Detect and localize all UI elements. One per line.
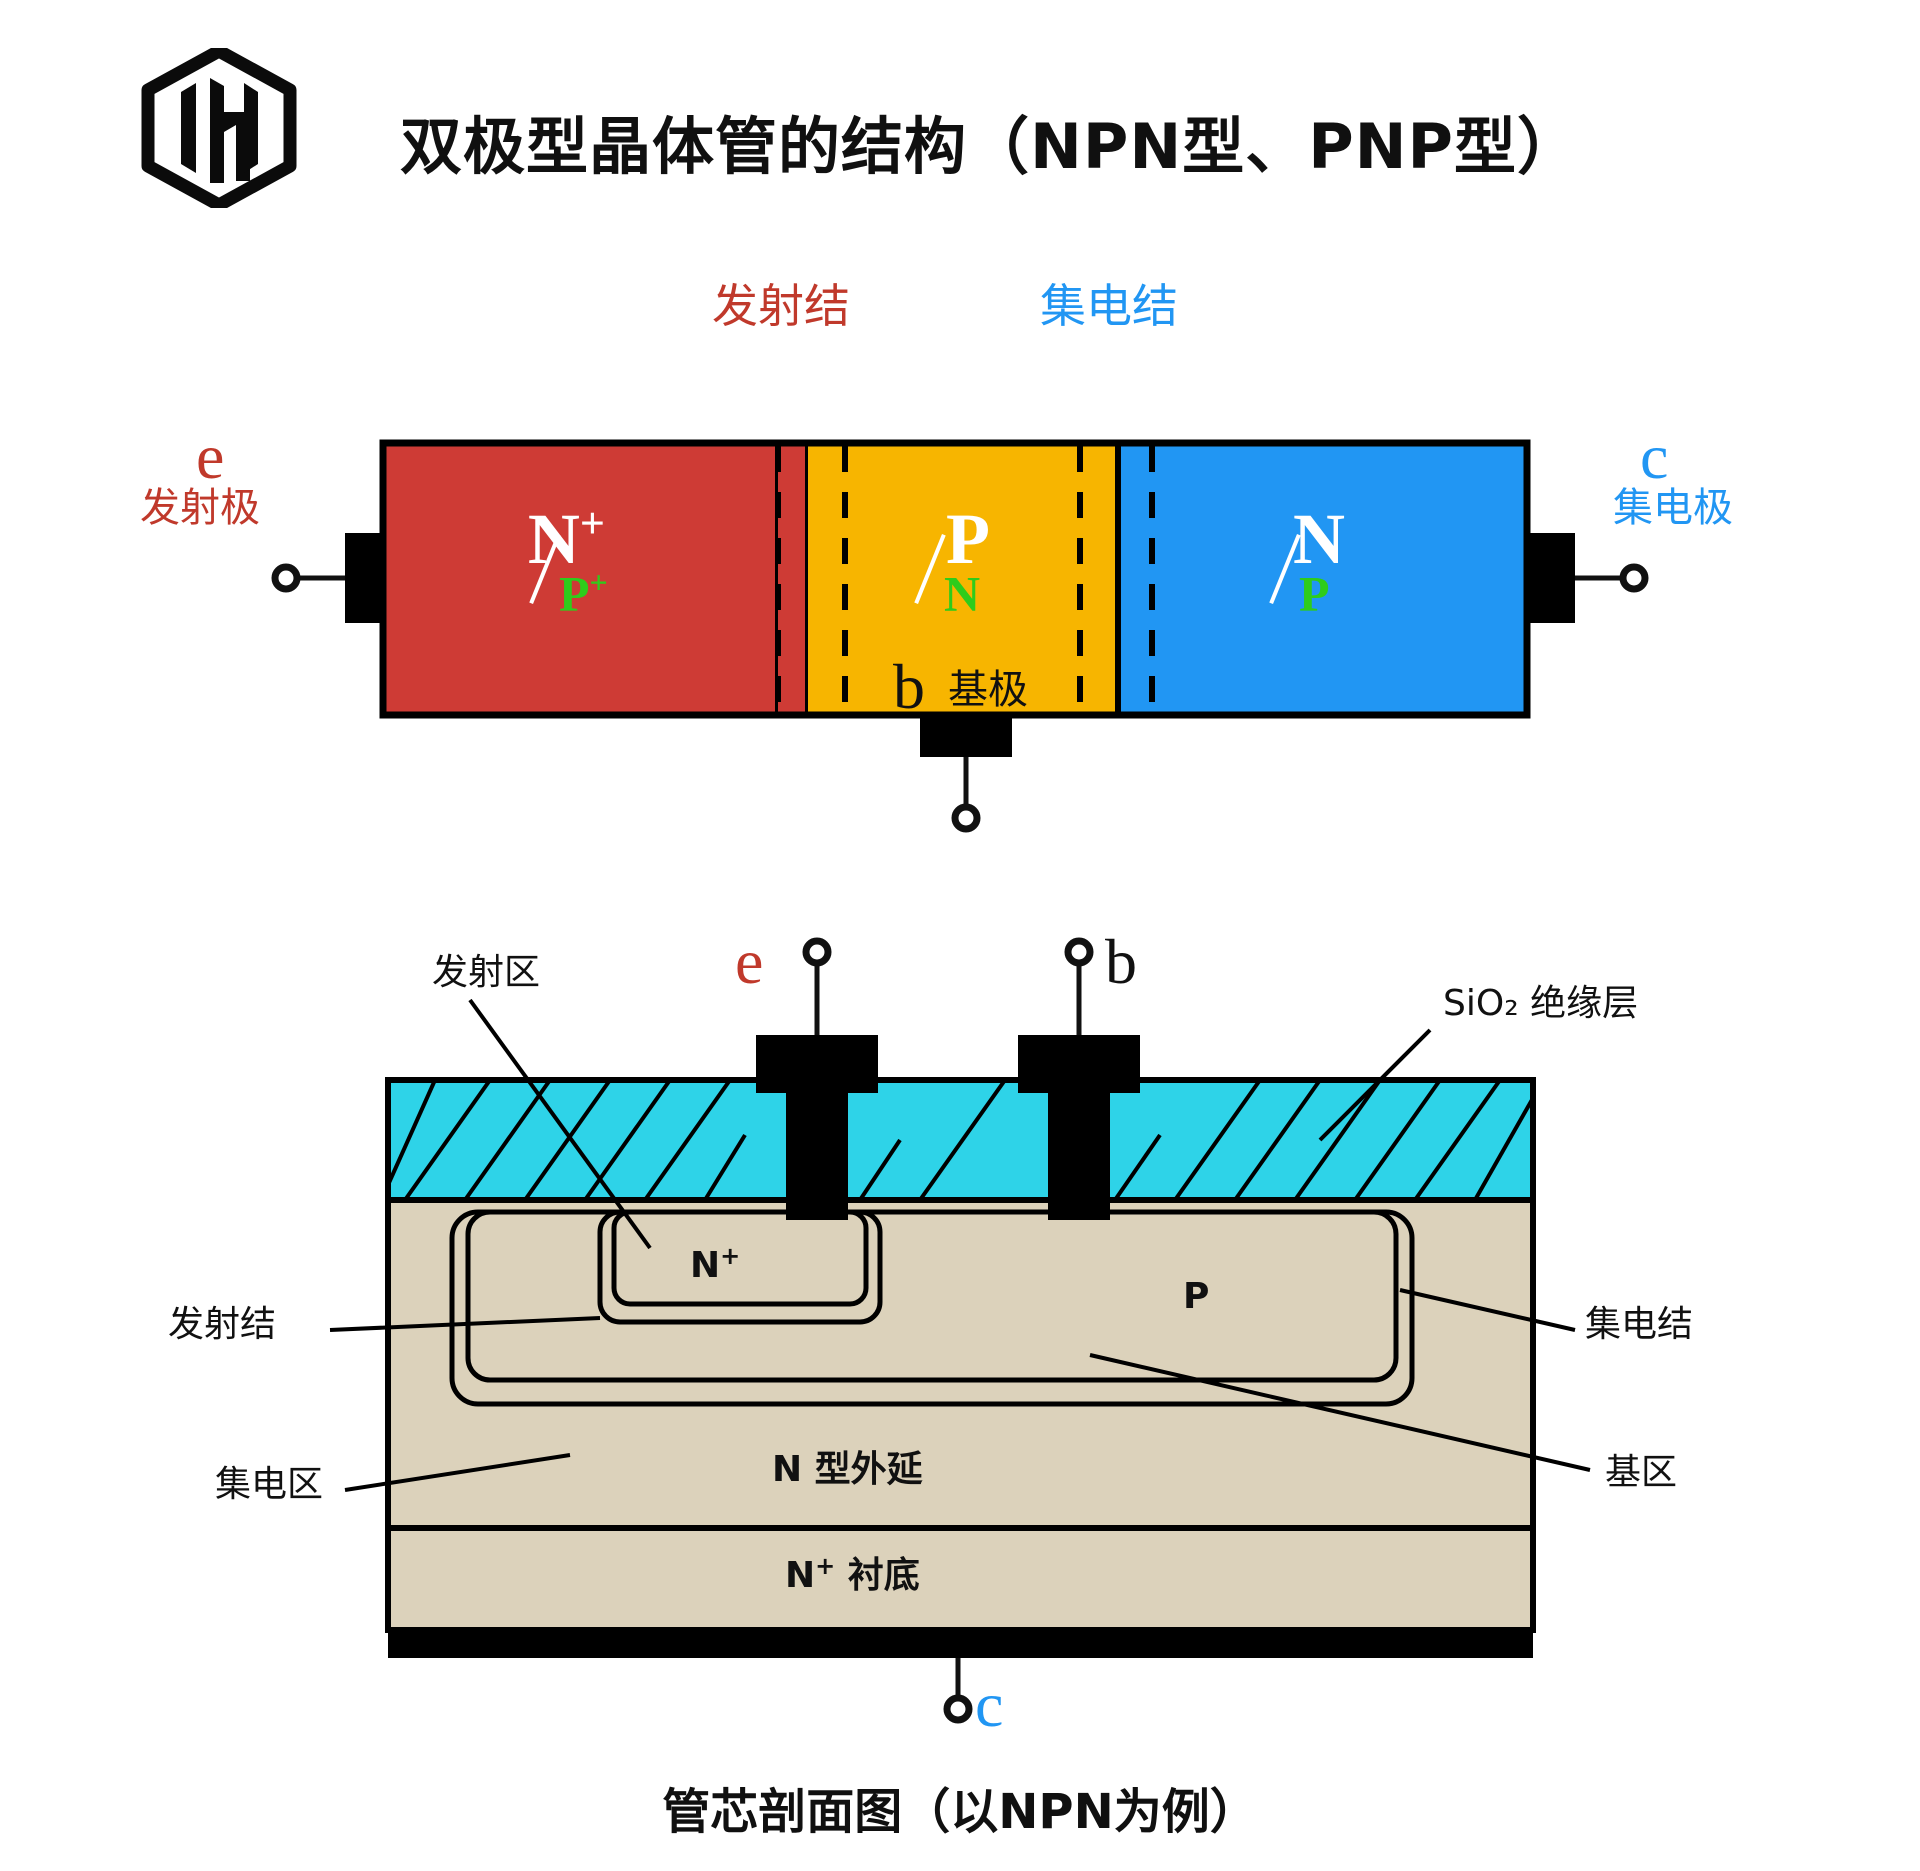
xs-terminal-letter-collector: c [975, 1669, 1004, 1740]
page-title: 双极型晶体管的结构（NPN型、PNP型） [400, 110, 1580, 183]
emitter-terminal-node [271, 563, 301, 593]
region-label-n-substrate: N+ 衬底 [785, 1552, 920, 1596]
label-collector-junction: 集电结 [1040, 279, 1178, 333]
callout-emitter-junction: 发射结 [168, 1304, 277, 1345]
collector-contact-pad [1527, 533, 1575, 623]
callout-emitter-region: 发射区 [432, 952, 541, 993]
terminal-label-emitter: 发射极 [140, 485, 260, 531]
callout-collector-junction: 集电结 [1585, 1304, 1694, 1345]
block-label-emitter-bottom: P+ [559, 564, 608, 622]
callout-collector-region: 集电区 [215, 1464, 324, 1505]
base-contact-pad [920, 715, 1012, 757]
leader-collector-junction [1399, 1288, 1576, 1332]
block-label-collector-top: N [1293, 499, 1345, 579]
xs-terminal-letter-base: b [1105, 926, 1137, 997]
block-label-base-top: P [946, 499, 990, 579]
emitter-well-inner-boundary [611, 1209, 869, 1307]
xs-emitter-contact-plug [786, 1035, 848, 1220]
leader-emitter-region [468, 998, 652, 1250]
figure-caption: 管芯剖面图（以NPN为例） [662, 1784, 1258, 1840]
oxide-hatching [386, 1078, 1535, 1202]
xs-emitter-terminal-node [802, 937, 832, 967]
xs-terminal-letter-emitter: e [735, 926, 764, 997]
block-label-collector-bottom: P [1299, 565, 1330, 622]
leader-base-region [1089, 1353, 1591, 1472]
silicon-body [385, 1197, 1536, 1633]
collector-backside-metal [388, 1630, 1533, 1658]
terminal-letter-base: b [893, 651, 925, 722]
terminal-label-base: 基极 [948, 667, 1028, 713]
emitter-depletion-strip [778, 446, 805, 712]
terminal-label-collector: 集电极 [1613, 485, 1733, 531]
region-label-n-epitaxial: N 型外延 [772, 1449, 923, 1490]
base-terminal-node [951, 803, 981, 833]
leader-sio2 [1318, 1028, 1432, 1142]
base-well-inner-boundary [465, 1209, 1399, 1383]
xs-base-terminal-node [1064, 937, 1094, 967]
block-label-base: P N [840, 498, 1100, 638]
callout-sio2-layer: SiO₂ 绝缘层 [1443, 983, 1639, 1024]
xs-collector-terminal-node [943, 1694, 973, 1724]
xs-base-contact-plug [1048, 1035, 1110, 1220]
leader-emitter-junction [329, 1316, 601, 1332]
terminal-letter-collector: c [1640, 421, 1669, 492]
terminal-letter-emitter: e [196, 421, 225, 492]
op2o-hexagon-logo [141, 48, 297, 208]
block-label-base-bottom: N [944, 565, 981, 622]
block-label-collector: N P [1195, 498, 1455, 638]
collector-terminal-node [1619, 563, 1649, 593]
region-label-n-plus-emitter: N+ [690, 1242, 741, 1286]
callout-base-region: 基区 [1605, 1452, 1678, 1493]
block-label-emitter: N+ P+ [455, 498, 715, 638]
region-label-p-base: P [1183, 1276, 1210, 1317]
label-emitter-junction: 发射结 [712, 279, 850, 333]
leader-collector-region [344, 1453, 571, 1492]
